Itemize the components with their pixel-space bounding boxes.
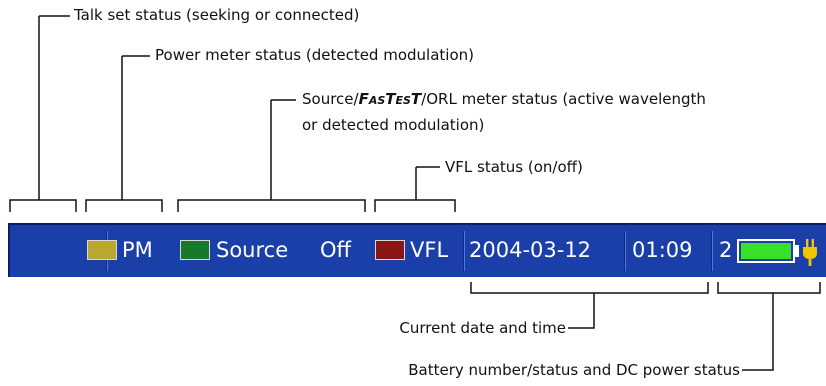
fastest-brand: FasTesT	[358, 90, 422, 108]
vfl-leader	[415, 166, 440, 200]
source-state[interactable]: Off	[320, 238, 351, 262]
separator	[624, 231, 625, 271]
battery-leader	[742, 293, 774, 371]
source-leader	[270, 99, 296, 200]
source-status-suffix: /ORL meter status (active wavelength	[421, 90, 706, 108]
talk-set-status-label: Talk set status (seeking or connected)	[74, 6, 360, 24]
talk-set-bracket	[9, 199, 77, 212]
source-bracket	[177, 199, 366, 212]
plug-icon	[803, 239, 817, 266]
separator	[463, 231, 464, 271]
date-time-leader	[568, 293, 595, 329]
battery-icon[interactable]	[737, 239, 795, 263]
power-meter-status-label: Power meter status (detected modulation)	[155, 46, 474, 64]
separator	[711, 231, 712, 271]
status-bar: PM Source Off VFL 2004-03-12 01:09 2	[8, 223, 826, 277]
source-label[interactable]: Source	[216, 238, 289, 262]
source-status-label-line2: or detected modulation)	[302, 116, 485, 134]
source-status-prefix: Source/	[302, 90, 359, 108]
date-time-label: Current date and time	[399, 319, 566, 337]
pm-led-icon	[87, 240, 117, 260]
power-meter-leader	[121, 55, 150, 200]
date-time-bracket	[470, 282, 709, 294]
battery-bracket	[717, 282, 821, 294]
vfl-led-icon	[375, 240, 405, 260]
battery-level-fill	[741, 243, 791, 259]
vfl-status-label: VFL status (on/off)	[445, 158, 583, 176]
date-display[interactable]: 2004-03-12	[469, 238, 592, 262]
source-led-icon	[180, 240, 210, 260]
battery-tip	[795, 245, 799, 257]
battery-number: 2	[719, 238, 733, 262]
vfl-label[interactable]: VFL	[410, 238, 449, 262]
time-display[interactable]: 01:09	[632, 238, 693, 262]
battery-status-label: Battery number/status and DC power statu…	[408, 361, 740, 379]
power-meter-bracket	[85, 199, 163, 212]
pm-label[interactable]: PM	[122, 238, 153, 262]
vfl-bracket	[374, 199, 456, 212]
talk-set-leader	[38, 15, 70, 200]
source-status-label: Source/FasTesT/ORL meter status (active …	[302, 88, 706, 110]
